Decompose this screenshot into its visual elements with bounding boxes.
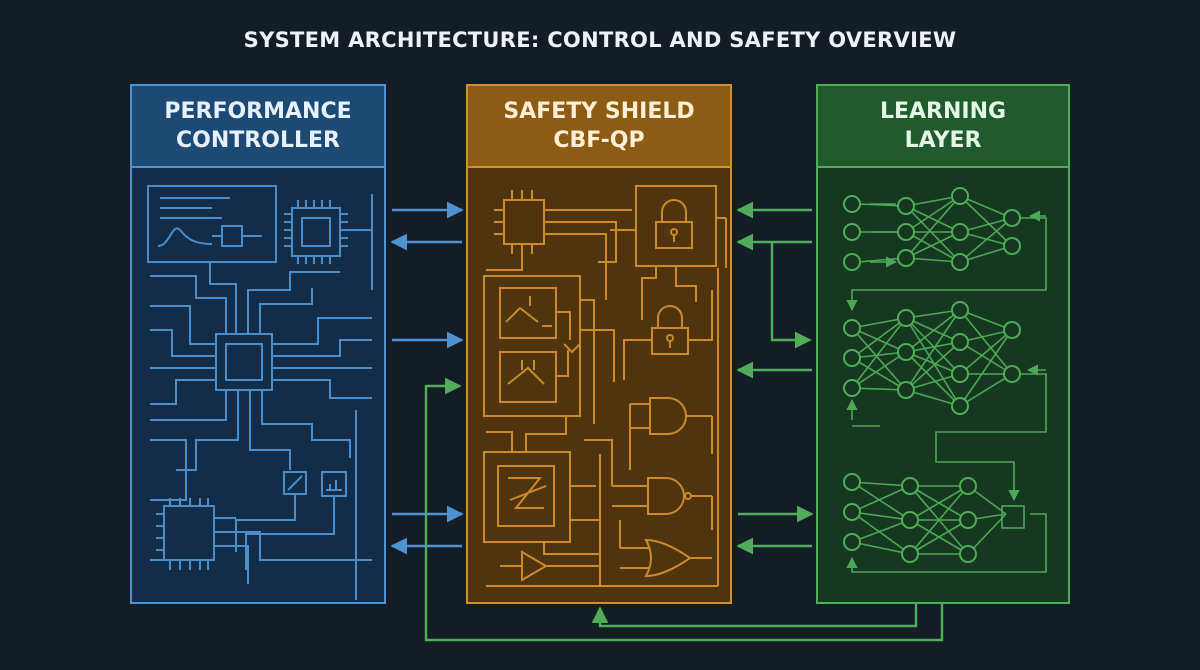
- safety-circuit: [483, 185, 727, 587]
- learning-header-line2: LAYER: [904, 128, 982, 153]
- lock-box: [635, 185, 717, 267]
- performance-header-line1: PERFORMANCE: [164, 99, 352, 124]
- chip-icon: [503, 199, 545, 245]
- or-gate-icon: [644, 538, 692, 578]
- feedback-loop-inner: [591, 604, 918, 628]
- learning-network: [846, 195, 1047, 573]
- lock-icon: [651, 305, 689, 355]
- performance-controller-header: PERFORMANCE CONTROLLER: [132, 86, 384, 168]
- feedback-loop-outer: [424, 377, 944, 642]
- safety-header-line1: SAFETY SHIELD: [503, 99, 695, 124]
- switch-block: [483, 275, 581, 417]
- performance-circuit: [147, 185, 373, 600]
- output-block-icon: [1001, 505, 1025, 529]
- safety-shield-panel: SAFETY SHIELD CBF-QP: [466, 84, 732, 604]
- buffer-icon: [521, 550, 548, 582]
- and-gate-icon: [649, 397, 687, 435]
- safety-header-line2: CBF-QP: [553, 128, 645, 153]
- central-chip-icon: [215, 333, 273, 391]
- performance-header-line2: CONTROLLER: [176, 128, 340, 153]
- arrow-safety-to-learning-1: [770, 242, 812, 349]
- safety-shield-header: SAFETY SHIELD CBF-QP: [468, 86, 730, 168]
- meter-icon: [321, 471, 347, 497]
- lock-icon: [655, 199, 693, 249]
- signal-display-box: [147, 185, 277, 263]
- and-gate-icon: [647, 477, 685, 515]
- diagram-title: SYSTEM ARCHITECTURE: CONTROL AND SAFETY …: [243, 28, 957, 52]
- learning-header-line1: LEARNING: [879, 99, 1007, 124]
- chip-icon: [291, 207, 341, 257]
- connection-arrows: [390, 201, 944, 642]
- learning-nodes: [843, 187, 1021, 563]
- bottom-chip-icon: [163, 505, 215, 561]
- learning-layer-header: LEARNING LAYER: [818, 86, 1068, 168]
- signal-block-icon: [221, 225, 243, 247]
